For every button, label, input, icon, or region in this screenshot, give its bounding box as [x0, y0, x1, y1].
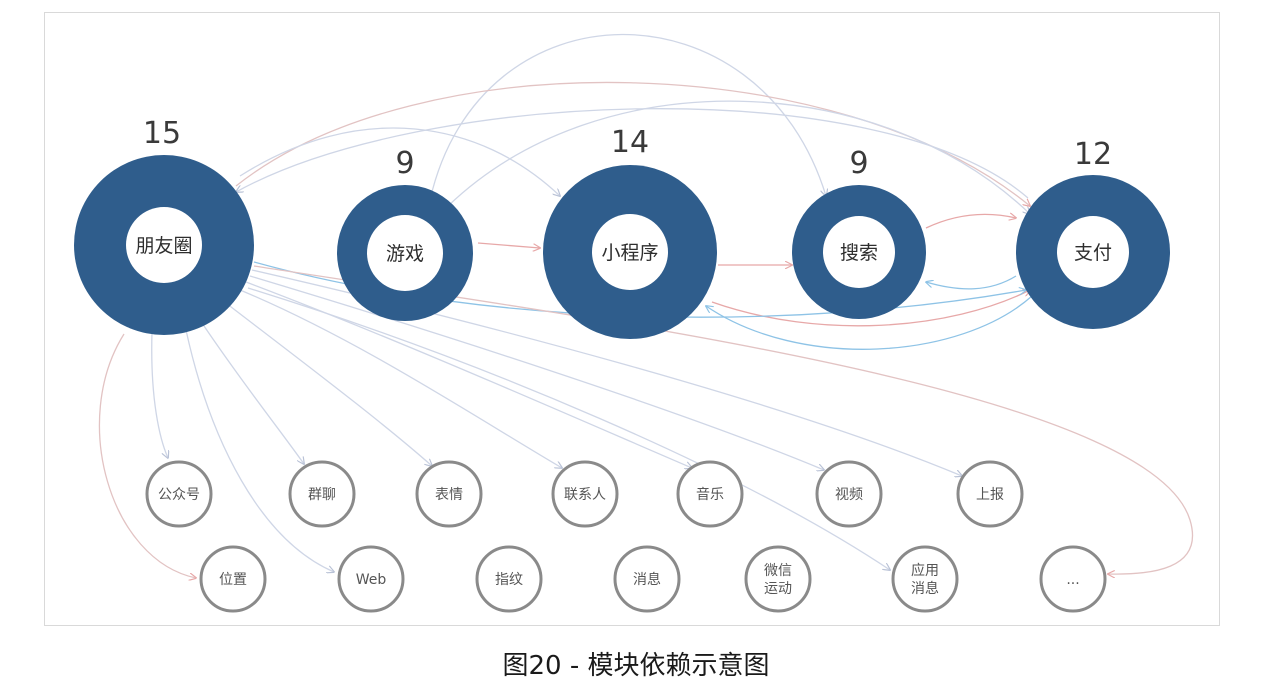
edge-moments-to-group-chat	[199, 319, 304, 464]
label-line: 应用	[911, 562, 939, 579]
module-wechat-sport-label: 微信运动	[764, 563, 792, 597]
module-app-message-label: 应用消息	[911, 562, 939, 597]
edge-game-to-search	[429, 33, 826, 201]
module-fingerprint[interactable]: 指纹	[475, 545, 543, 613]
label-line: 运动	[764, 581, 792, 597]
module-moments-label: 朋友圈	[135, 235, 192, 257]
module-miniprogram-count: 14	[611, 125, 649, 160]
edge-moments-to-web	[185, 329, 334, 572]
edge-moments-to-public-account	[151, 331, 168, 458]
figure-caption: 图20 - 模块依赖示意图	[502, 651, 770, 681]
edge-search-to-pay	[925, 214, 1016, 229]
label-line: 微信	[764, 563, 792, 579]
module-report[interactable]: 上报	[956, 460, 1024, 528]
module-message-label: 消息	[633, 571, 661, 588]
module-public-account[interactable]: 公众号	[145, 460, 213, 528]
module-group-chat-label: 群聊	[308, 487, 336, 503]
edge-pay-to-moments-arc	[236, 108, 1029, 199]
module-report-label: 上报	[976, 487, 1004, 503]
edge-moments-to-emoji	[221, 299, 432, 466]
module-search[interactable]: 搜索 9	[792, 146, 926, 319]
edge-miniprogram-to-pay	[711, 290, 1030, 327]
edge-pay-to-search	[926, 275, 1017, 290]
module-message[interactable]: 消息	[613, 545, 681, 613]
edge-moments-to-app-message	[247, 287, 890, 570]
module-fingerprint-label: 指纹	[495, 572, 523, 588]
module-pay-count: 12	[1074, 137, 1112, 172]
module-miniprogram[interactable]: 小程序 14	[543, 125, 717, 339]
module-game-label: 游戏	[386, 243, 424, 265]
module-video-label: 视频	[835, 487, 863, 503]
dependency-diagram: 朋友圈 15 游戏 9 小程序 14 搜索 9 支付 12	[74, 33, 1193, 613]
edge-moments-to-miniprogram-arc	[239, 127, 560, 196]
module-miniprogram-label: 小程序	[601, 242, 658, 264]
module-pay-label: 支付	[1074, 242, 1112, 264]
label-line: 消息	[911, 580, 939, 597]
module-search-count: 9	[849, 146, 868, 181]
edge-moments-to-music	[245, 281, 692, 468]
module-moments-count: 15	[143, 116, 181, 151]
module-music-label: 音乐	[696, 486, 724, 503]
module-wechat-sport[interactable]: 微信运动	[744, 545, 812, 613]
module-app-message[interactable]: 应用消息	[891, 545, 959, 613]
edge-moments-to-more	[253, 265, 1193, 574]
module-emoji[interactable]: 表情	[415, 460, 483, 528]
module-contacts-label: 联系人	[564, 487, 606, 503]
module-web-label: Web	[356, 572, 387, 588]
edge-game-to-pay-arc	[447, 100, 1030, 214]
edge-pay-to-miniprogram	[706, 295, 1033, 350]
module-search-label: 搜索	[840, 242, 878, 264]
module-location-label: 位置	[219, 572, 247, 588]
module-music[interactable]: 音乐	[676, 460, 744, 528]
dependency-edges	[98, 33, 1193, 578]
module-more[interactable]: ...	[1039, 545, 1107, 613]
edge-moments-to-location	[98, 333, 196, 578]
module-pay[interactable]: 支付 12	[1016, 137, 1170, 329]
module-game-count: 9	[395, 146, 414, 181]
module-moments[interactable]: 朋友圈 15	[74, 116, 254, 335]
module-video[interactable]: 视频	[815, 460, 883, 528]
module-web[interactable]: Web	[337, 545, 405, 613]
module-group-chat[interactable]: 群聊	[288, 460, 356, 528]
module-public-account-label: 公众号	[158, 487, 200, 503]
edge-moments-to-video	[249, 275, 824, 470]
edge-moments-to-contacts	[239, 289, 562, 468]
module-game[interactable]: 游戏 9	[337, 146, 473, 321]
module-contacts[interactable]: 联系人	[551, 460, 619, 528]
module-more-label: ...	[1066, 572, 1079, 588]
edge-game-to-miniprogram	[477, 242, 540, 248]
module-location[interactable]: 位置	[199, 545, 267, 613]
module-emoji-label: 表情	[435, 487, 463, 503]
